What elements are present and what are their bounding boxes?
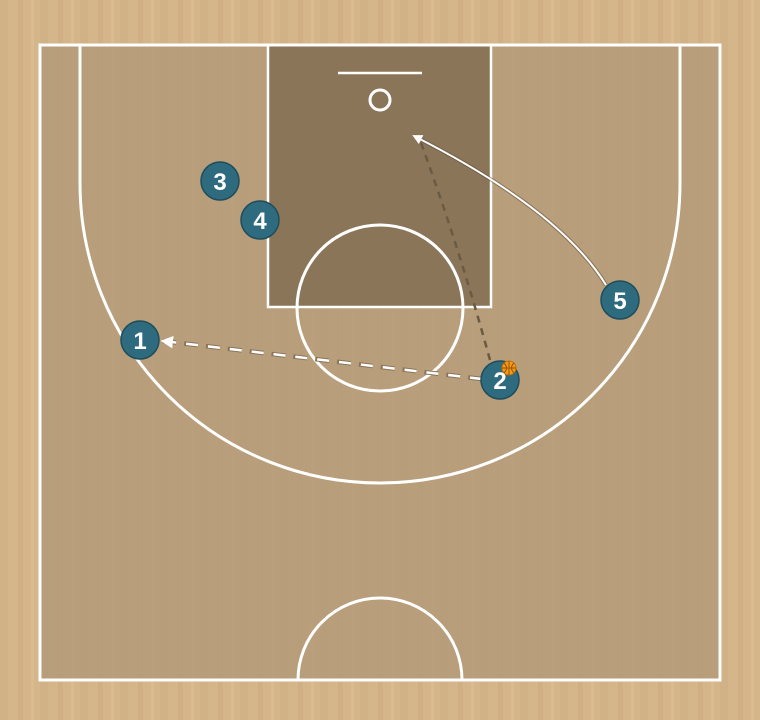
basket-rim [368, 88, 392, 112]
court-lines [38, 43, 722, 682]
player-4-label: 4 [253, 208, 267, 235]
three-point-line [78, 45, 682, 485]
player-5-label: 5 [613, 288, 626, 315]
center-circle [296, 596, 464, 681]
player-1-label: 1 [133, 328, 146, 355]
cut-path-5 [412, 135, 607, 286]
key-lines [266, 43, 493, 309]
player-1[interactable]: 1 [120, 320, 160, 360]
player-3[interactable]: 3 [200, 161, 240, 201]
action-paths [160, 134, 608, 382]
paint-area [268, 45, 491, 307]
player-3-label: 3 [213, 169, 226, 196]
player-2-label: 2 [493, 368, 506, 395]
free-throw-circle [295, 223, 465, 393]
pass-path-2-to-1 [160, 335, 483, 381]
dribble-path-2 [418, 139, 492, 361]
player-4[interactable]: 4 [240, 200, 280, 240]
basketball-icon [501, 360, 517, 376]
player-5[interactable]: 5 [600, 280, 640, 320]
